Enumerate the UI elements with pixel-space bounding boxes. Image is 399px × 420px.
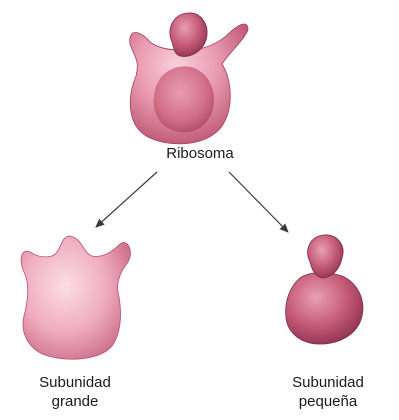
large-subunit-label: Subunidad grande [10, 373, 140, 411]
small-subunit-head [308, 235, 343, 278]
small-subunit-illustration [286, 235, 363, 344]
arrow-to-large-subunit [96, 172, 157, 227]
small-subunit-label-line1: Subunidad [263, 373, 393, 392]
large-subunit-label-line2: grande [10, 392, 140, 411]
large-subunit-illustration [21, 236, 130, 359]
ribosome-label-text: Ribosoma [120, 144, 280, 163]
ribosome-label: Ribosoma [120, 144, 280, 163]
ribosome-illustration [130, 13, 248, 144]
large-subunit-label-line1: Subunidad [10, 373, 140, 392]
small-subunit-body [286, 273, 363, 345]
small-subunit-label-line2: pequeña [263, 392, 393, 411]
ribosome-core [154, 66, 214, 132]
small-subunit-label: Subunidad pequeña [263, 373, 393, 411]
arrow-to-small-subunit [229, 172, 288, 232]
